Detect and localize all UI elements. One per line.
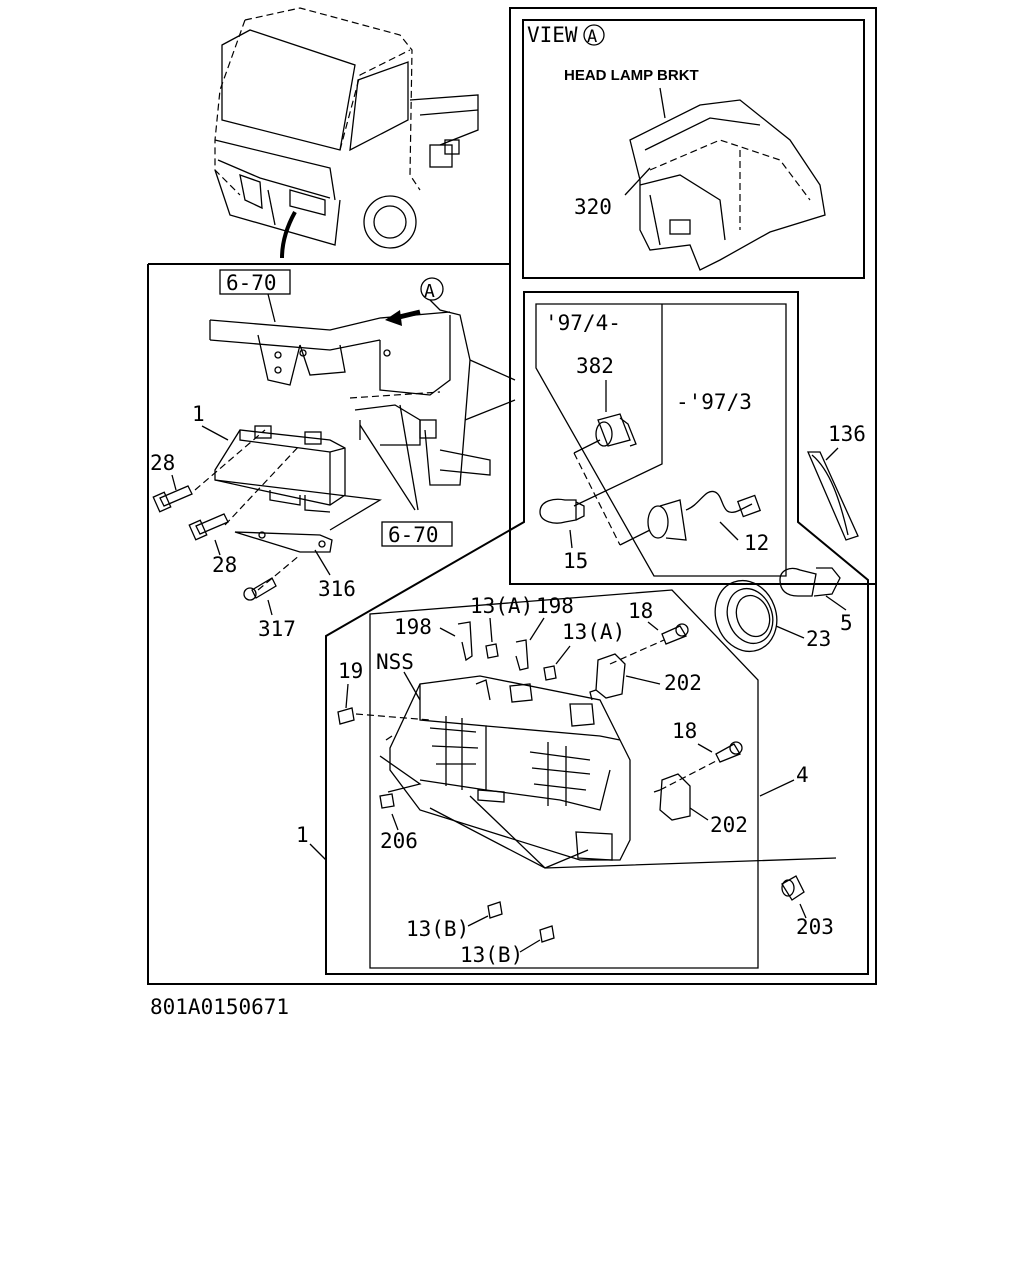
variant-new-label: '97/4- bbox=[545, 311, 621, 335]
callout-13a-2: 13(A) bbox=[562, 620, 625, 644]
callout-1-bottom: 1 bbox=[296, 823, 309, 847]
variant-old-label: -'97/3 bbox=[676, 390, 752, 414]
headlamp-assembly: 198 13(A) 198 13(A) 18 202 19 NSS bbox=[296, 589, 837, 969]
callout-23: 23 bbox=[806, 627, 831, 651]
view-a-title: VIEW bbox=[527, 23, 578, 47]
callout-198-b: 198 bbox=[536, 594, 574, 618]
callout-28-b: 28 bbox=[212, 553, 237, 577]
callout-15: 15 bbox=[563, 549, 588, 573]
view-a-marker-circle bbox=[583, 24, 605, 46]
callout-5: 5 bbox=[840, 611, 853, 635]
callout-28-a: 28 bbox=[150, 451, 175, 475]
callout-136: 136 bbox=[828, 422, 866, 446]
diagram-code: 801A0150671 bbox=[150, 995, 289, 1019]
main-frame bbox=[147, 264, 877, 985]
ref-box-top-text: 6-70 bbox=[226, 271, 277, 295]
callout-317: 317 bbox=[258, 617, 296, 641]
main-frame-top bbox=[148, 8, 511, 265]
callout-320: 320 bbox=[574, 195, 612, 219]
ref-box-mid bbox=[381, 521, 453, 547]
nss-label: NSS bbox=[376, 650, 414, 674]
callout-202-a: 202 bbox=[664, 671, 702, 695]
callout-382: 382 bbox=[576, 354, 614, 378]
bulb-variants: '97/4- -'97/3 382 15 12 136 5 bbox=[325, 291, 869, 975]
view-a-frame bbox=[522, 19, 865, 279]
ref-box-mid-text: 6-70 bbox=[388, 523, 439, 547]
ref-box-top bbox=[219, 269, 291, 295]
callout-203: 203 bbox=[796, 915, 834, 939]
callout-13b-2: 13(B) bbox=[460, 943, 523, 967]
callout-18-b: 18 bbox=[672, 719, 697, 743]
frame-bracket-area: 6-70 A 6-70 bbox=[209, 269, 516, 547]
view-a-inset: VIEW A HEAD LAMP BRKT 320 bbox=[509, 7, 877, 585]
callout-316: 316 bbox=[318, 577, 356, 601]
right-outer-frame bbox=[509, 7, 877, 585]
callout-1-top: 1 bbox=[192, 402, 205, 426]
assembly-frame bbox=[369, 589, 759, 969]
callout-4: 4 bbox=[796, 763, 809, 787]
callout-198-a: 198 bbox=[394, 615, 432, 639]
callout-19: 19 bbox=[338, 659, 363, 683]
callout-13a-1: 13(A) bbox=[470, 594, 533, 618]
head-lamp-brkt-label: HEAD LAMP BRKT bbox=[564, 67, 699, 84]
callout-13b-1: 13(B) bbox=[406, 917, 469, 941]
view-a-marker: A bbox=[587, 27, 597, 47]
callout-12: 12 bbox=[744, 531, 769, 555]
callout-202-b: 202 bbox=[710, 813, 748, 837]
callout-206: 206 bbox=[380, 829, 418, 853]
inner-frame bbox=[325, 291, 869, 975]
housing-group: 1 28 28 316 317 bbox=[150, 402, 382, 641]
arrow-marker: A bbox=[424, 281, 435, 302]
callout-18-a: 18 bbox=[628, 599, 653, 623]
truck-illustration bbox=[214, 7, 479, 259]
